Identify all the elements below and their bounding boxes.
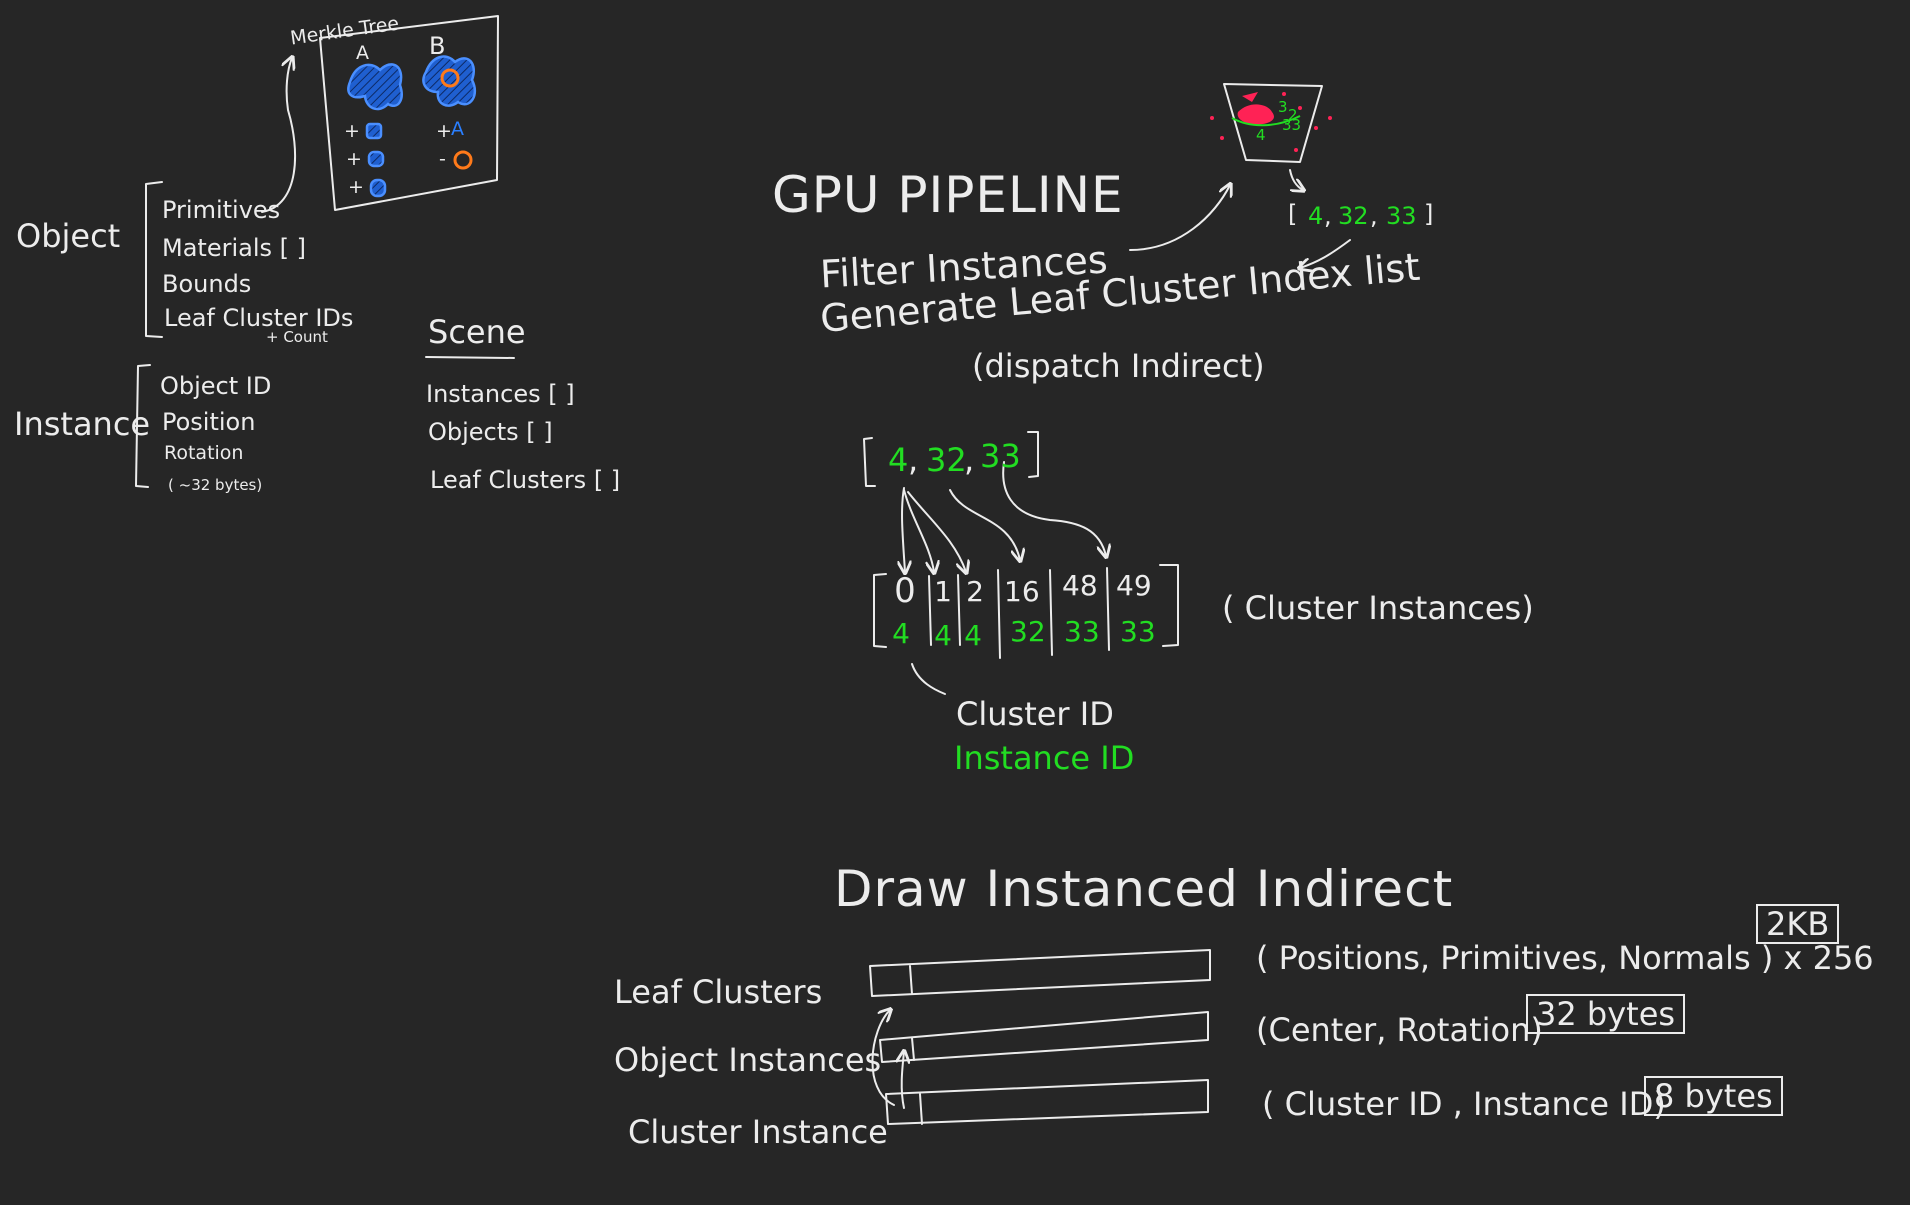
merkle-box bbox=[319, 15, 499, 211]
instance-label: Instance bbox=[14, 405, 151, 443]
legend-pointer bbox=[911, 663, 946, 695]
top-list-value-1: 4 bbox=[1308, 202, 1324, 230]
frustum-number-2: 3 bbox=[1278, 98, 1288, 116]
scene-field-instances: Instances [ ] bbox=[426, 380, 575, 408]
buffer-cluster-desc: ( Cluster ID , Instance ID) bbox=[1262, 1085, 1666, 1123]
cluster-id-4: 16 bbox=[1004, 575, 1040, 608]
merkle-blob-b bbox=[422, 55, 477, 107]
cluster-instances-label: ( Cluster Instances) bbox=[1222, 589, 1534, 627]
pipeline-step-dispatch: (dispatch Indirect) bbox=[972, 347, 1265, 385]
merkle-row-a1: + bbox=[344, 120, 360, 142]
top-list-open: [ bbox=[1288, 200, 1298, 228]
top-list-close: ] bbox=[1424, 200, 1434, 228]
object-label: Object bbox=[16, 217, 121, 255]
merkle-removed-marker bbox=[453, 150, 473, 170]
legend-cluster-id: Cluster ID bbox=[956, 695, 1114, 733]
object-field-primitives: Primitives bbox=[162, 196, 281, 224]
cluster-to-leaf-arrow bbox=[871, 1010, 895, 1106]
merkle-row-a2: + bbox=[346, 148, 362, 170]
map-arrow-3 bbox=[907, 491, 966, 572]
buffer-object-desc: (Center, Rotation) bbox=[1256, 1011, 1543, 1049]
object-field-leaf-cluster-ids: Leaf Cluster IDs bbox=[164, 304, 354, 332]
merkle-row-b2-sign: - bbox=[439, 148, 446, 170]
map-arrow-1 bbox=[902, 487, 905, 572]
buffer-cluster-name: Cluster Instance bbox=[628, 1113, 888, 1151]
merkle-leaf-a2 bbox=[367, 150, 385, 168]
buffer-leaf-desc: ( Positions, Primitives, Normals ) x 256 bbox=[1256, 939, 1874, 977]
scene-underline bbox=[425, 356, 515, 359]
cluster-id-1: 0 bbox=[894, 571, 916, 611]
object-bracket bbox=[145, 181, 163, 338]
merkle-row-b1-label: A bbox=[451, 118, 464, 140]
merkle-row-a3: + bbox=[348, 176, 364, 198]
cluster-id-5: 48 bbox=[1062, 569, 1098, 602]
map-arrow-2 bbox=[903, 489, 934, 572]
cluster-id-6: 49 bbox=[1116, 569, 1152, 602]
instance-field-size: ( ~32 bytes) bbox=[168, 476, 263, 494]
mid-list-value-2: 32 bbox=[926, 441, 967, 479]
instance-id-2: 4 bbox=[934, 619, 952, 652]
object-field-materials: Materials [ ] bbox=[162, 234, 306, 262]
buffer-leaf bbox=[869, 949, 1211, 997]
frustum bbox=[1223, 83, 1323, 163]
buffer-cluster-size: 8 bytes bbox=[1644, 1076, 1783, 1116]
merkle-col-b: B bbox=[429, 32, 446, 60]
buffer-leaf-name: Leaf Clusters bbox=[614, 973, 823, 1011]
mid-list-value-1: 4 bbox=[888, 441, 909, 479]
frustum-number-4: 33 bbox=[1282, 116, 1302, 134]
draw-title: Draw Instanced Indirect bbox=[834, 860, 1454, 918]
top-list-value-2: 32 bbox=[1338, 202, 1369, 230]
primitives-arrow bbox=[261, 58, 297, 213]
frustum-contents bbox=[1210, 92, 1332, 152]
scene-field-objects: Objects [ ] bbox=[428, 418, 553, 446]
frustum-list-arrow bbox=[1289, 169, 1303, 190]
buffer-object-size: 32 bytes bbox=[1526, 994, 1686, 1034]
scene-field-leaf-clusters: Leaf Clusters [ ] bbox=[430, 466, 621, 494]
frustum-number-1: 4 bbox=[1256, 126, 1266, 144]
instance-id-4: 32 bbox=[1010, 615, 1046, 648]
list-generate-arrow bbox=[1300, 239, 1351, 268]
cluster-id-2: 1 bbox=[934, 575, 952, 608]
merkle-changed-marker bbox=[440, 68, 460, 88]
instance-field-rotation: Rotation bbox=[164, 442, 244, 464]
buffer-leaf-size: 2KB bbox=[1756, 904, 1840, 944]
instance-field-object-id: Object ID bbox=[160, 372, 272, 400]
merkle-row-b1-sign: + bbox=[436, 120, 452, 142]
table-open-bracket bbox=[873, 573, 887, 648]
instance-bracket bbox=[135, 364, 151, 488]
instance-field-position: Position bbox=[162, 408, 256, 436]
object-field-bounds: Bounds bbox=[162, 270, 252, 298]
instance-id-1: 4 bbox=[892, 617, 910, 650]
legend-instance-id: Instance ID bbox=[954, 739, 1135, 777]
merkle-leaf-a3 bbox=[369, 178, 387, 198]
frustum-number-3: 2 bbox=[1288, 106, 1298, 124]
map-arrow-4 bbox=[949, 489, 1020, 560]
cluster-to-object-arrow bbox=[902, 1052, 904, 1109]
buffer-cluster bbox=[885, 1079, 1209, 1125]
mid-list-open bbox=[863, 437, 876, 487]
pipeline-title: GPU PIPELINE bbox=[772, 166, 1124, 224]
mid-list-close bbox=[1027, 431, 1039, 478]
object-field-count: + Count bbox=[266, 328, 328, 346]
scene-title: Scene bbox=[428, 313, 526, 351]
buffer-object-name: Object Instances bbox=[614, 1041, 882, 1079]
merkle-blob-a bbox=[347, 63, 403, 111]
table-close-bracket bbox=[1159, 564, 1179, 647]
filter-arrow bbox=[1129, 185, 1230, 251]
buffer-object bbox=[879, 1011, 1209, 1063]
cluster-id-3: 2 bbox=[966, 575, 984, 608]
merkle-col-a: A bbox=[356, 42, 369, 64]
map-arrow-5 bbox=[1002, 461, 1106, 556]
mid-list-value-3: 33 bbox=[980, 437, 1021, 475]
instance-id-6: 33 bbox=[1120, 615, 1156, 648]
instance-id-3: 4 bbox=[964, 619, 982, 652]
merkle-leaf-a1 bbox=[365, 122, 383, 140]
instance-id-5: 33 bbox=[1064, 615, 1100, 648]
top-list-value-3: 33 bbox=[1386, 202, 1417, 230]
